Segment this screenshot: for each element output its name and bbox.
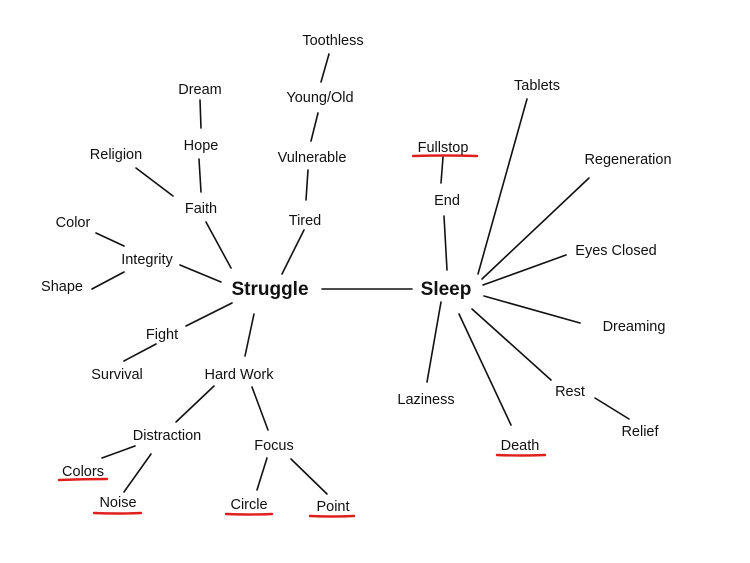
node-eyes-closed: Eyes Closed [575,243,656,259]
connector-lines [91,53,630,495]
node-faith: Faith [185,201,217,217]
edge-faith-struggle [205,221,232,269]
underline-death [495,453,547,457]
node-distraction: Distraction [133,428,202,444]
node-colors: Colors [62,464,104,480]
edge-vulnerable-tired [305,169,309,201]
edge-religion-faith [135,167,174,197]
edge-struggle-fight [185,302,233,327]
node-rest: Rest [555,384,585,400]
node-hard-work: Hard Work [204,367,274,383]
edge-distraction-noise [123,453,152,493]
node-tablets: Tablets [514,78,560,94]
node-death: Death [501,438,540,454]
node-shape: Shape [41,279,83,295]
edge-youngold-vulnerable [310,112,319,142]
edge-sleep-tablets [477,98,528,275]
underline-colors [57,477,109,482]
edge-hardwork-focus [251,386,269,431]
edge-sleep-dreaming [483,295,581,324]
node-religion: Religion [90,147,142,163]
node-young-old: Young/Old [286,90,353,106]
edge-tired-struggle [281,229,305,275]
edge-dream-hope [199,99,202,129]
node-integrity: Integrity [121,252,173,268]
edge-integrity-struggle [179,264,222,283]
edge-struggle-hardwork [244,313,255,357]
node-dream: Dream [178,82,222,98]
node-end: End [434,193,460,209]
node-dreaming: Dreaming [603,319,666,335]
edge-color-integrity [95,232,125,247]
node-survival: Survival [91,367,143,383]
node-noise: Noise [99,495,136,511]
edge-shape-integrity [91,271,125,290]
edge-sleep-eyesclosed [482,254,567,286]
underline-circle [224,512,274,516]
edge-sleep-laziness [426,301,442,383]
node-laziness: Laziness [397,392,454,408]
hub-struggle: Struggle [231,279,308,300]
node-fullstop: Fullstop [418,140,469,156]
node-focus: Focus [254,438,294,454]
underline-noise [92,511,143,515]
node-tired: Tired [289,213,322,229]
hub-sleep: Sleep [421,279,472,300]
node-regeneration: Regeneration [584,152,671,168]
node-vulnerable: Vulnerable [278,150,347,166]
node-point: Point [316,499,349,515]
edge-sleep-rest [471,308,552,381]
underline-point [308,514,356,518]
node-color: Color [56,215,91,231]
edge-end-sleep [443,215,448,271]
edge-focus-point [290,458,328,495]
edge-sleep-death [458,313,512,426]
edge-hope-faith [198,158,202,193]
edge-focus-circle [256,457,268,491]
edge-rest-relief [594,397,630,420]
highlight-underlines [57,154,547,518]
node-fight: Fight [146,327,178,343]
edge-distraction-colors [101,445,136,459]
edge-toothless-youngold [320,53,330,83]
edge-hardwork-distraction [175,385,215,423]
node-hope: Hope [184,138,219,154]
edge-sleep-regeneration [481,177,590,280]
node-circle: Circle [230,497,267,513]
underline-fullstop [411,154,479,158]
edge-fight-survival [123,343,157,362]
node-toothless: Toothless [302,33,363,49]
edge-fullstop-end [440,156,444,184]
node-relief: Relief [621,424,659,440]
